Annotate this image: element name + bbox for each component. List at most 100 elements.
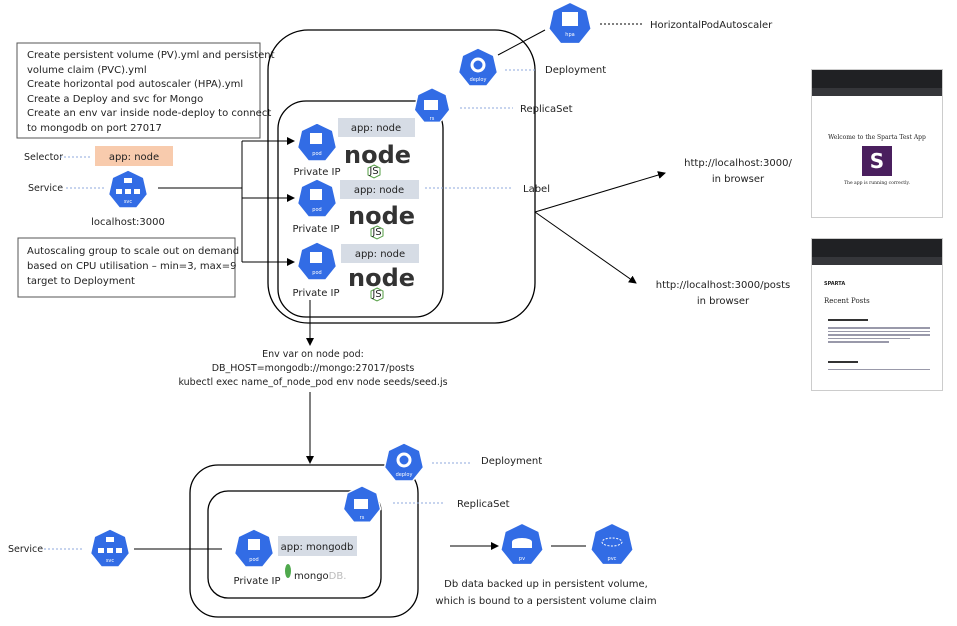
env-var-line: DB_HOST=mongodb://mongo:27017/posts [212,363,415,374]
selector-value: app: node [109,152,159,163]
autoscaling-line: Autoscaling group to scale out on demand [27,246,239,257]
step-line: to mongodb on port 27017 [27,123,162,134]
pod-icon-label: pod [249,557,258,563]
deployment-label: Deployment [545,65,606,76]
pod-ip: Private IP [233,576,280,587]
browser-link-suffix: in browser [697,296,750,307]
pod-app-label: app: node [351,123,401,134]
step-line: Create a Deploy and svc for Mongo [27,94,203,105]
pod-app-label-box [278,536,357,556]
pod-app-label-box [338,118,415,137]
service-address: localhost:3000 [91,217,165,228]
deploy-icon-label: deploy [470,77,487,83]
home-title: Welcome to the Sparta Test App [828,134,926,141]
pod-app-label: app: mongodb [281,542,354,553]
mongo-replicaset-boundary [207,490,382,599]
pod-app-label: app: node [354,185,404,196]
browser-arrow [534,211,637,284]
nodejs-logo: node JS [348,264,415,302]
nodejs-logo: node JS [348,202,415,240]
storage-caption: which is bound to a persistent volume cl… [435,596,656,607]
env-var-line: kubectl exec name_of_node_pod env node s… [178,377,447,388]
svc-icon[interactable]: svc [107,169,149,209]
browser-arrow [534,171,666,213]
svg-text:node: node [348,202,415,230]
browser-bookmarks-bar [812,257,942,265]
deploy-icon[interactable]: deploy [457,47,499,87]
service-label: Service [8,544,43,555]
pv-icon-label: pv [519,556,525,562]
svg-text:node: node [348,264,415,292]
steps-note: Create persistent volume (PV).yml and pe… [16,42,275,139]
step-line: volume claim (PVC).yml [27,65,147,76]
hpa-label: HorizontalPodAutoscaler [650,20,773,31]
step-line: Create horizontal pod autoscaler (HPA).y… [27,79,243,90]
svg-text:JS: JS [371,289,381,300]
pod-icon-label: pod [312,270,321,276]
posts-brand: SPARTA [824,281,846,287]
mongo-pod[interactable]: pod Private IP app: mongodb mongoDB. [233,528,357,587]
pod-icon-label: pod [312,207,321,213]
pod-icon-label: pod [312,151,321,157]
browser-bookmarks-bar [812,88,942,96]
node-pod-3[interactable]: pod Private IP app: node node JS [292,241,419,302]
svg-text:node: node [344,141,411,169]
node-pod-1[interactable]: pod Private IP app: node node JS [293,118,415,179]
nodejs-logo: node JS [344,141,411,179]
label-label: Label [523,184,550,195]
deployment-label: Deployment [481,456,542,467]
env-var-line: Env var on node pod: [262,349,364,360]
pod-app-label-box [341,244,419,263]
rs-icon-label: rs [360,515,365,521]
selector-box [95,146,173,166]
pod-ip: Private IP [293,167,340,178]
hpa-icon[interactable]: hpa [547,1,593,45]
svg-text:JS: JS [368,166,378,177]
svc-icon-label: svc [106,558,115,564]
node-pod-2[interactable]: pod Private IP app: node node JS [292,178,419,240]
svg-text:mongoDB.: mongoDB. [294,571,346,582]
pod-ip: Private IP [292,224,339,235]
posts-heading: Recent Posts [824,297,870,305]
home-status: The app is running correctly. [844,181,910,186]
svc-icon[interactable]: svc [89,528,131,568]
replicaset-icon[interactable]: rs [413,87,451,124]
pod-app-label: app: node [355,249,405,260]
sparta-logo: S [862,146,892,176]
svg-text:JS: JS [371,227,381,238]
pod-ip: Private IP [292,288,339,299]
replicaset-icon[interactable]: rs [342,485,382,523]
hpa-connector [497,29,546,56]
mongo-deployment-boundary [189,464,419,618]
deploy-icon-label: deploy [396,472,413,478]
node-deployment-boundary [267,29,536,324]
browser-link-posts[interactable]: http://localhost:3000/posts [656,280,791,291]
autoscaling-line: target to Deployment [27,276,135,287]
browser-tab-bar [812,70,942,88]
pv-icon[interactable]: pv [499,522,545,566]
service-label: Service [28,183,63,194]
browser-screenshot-posts: SPARTA Recent Posts [811,238,943,391]
browser-link-suffix: in browser [712,174,765,185]
svc-icon-label: svc [124,199,133,205]
hpa-icon-label: hpa [565,32,574,38]
step-line: Create an env var inside node-deploy to … [27,108,271,119]
selector-label: Selector [24,152,63,163]
storage-caption: Db data backed up in persistent volume, [444,579,648,590]
pvc-icon[interactable]: pvc [589,522,635,566]
deploy-icon[interactable]: deploy [383,442,425,482]
browser-tab-bar [812,239,942,257]
autoscaling-line: based on CPU utilisation – min=3, max=9 [27,261,236,272]
pod-app-label-box [340,180,419,199]
node-replicaset-boundary [277,100,444,318]
browser-link-home[interactable]: http://localhost:3000/ [684,158,792,169]
mongodb-logo: mongoDB. [285,564,346,582]
replicaset-label: ReplicaSet [520,104,573,115]
rs-icon-label: rs [430,116,435,122]
browser-screenshot-home: Welcome to the Sparta Test App S The app… [811,69,943,218]
posts-content [828,319,930,370]
pvc-icon-label: pvc [608,556,617,562]
step-line: Create persistent volume (PV).yml and pe… [27,50,275,61]
autoscaling-note: Autoscaling group to scale out on demand… [17,237,239,298]
